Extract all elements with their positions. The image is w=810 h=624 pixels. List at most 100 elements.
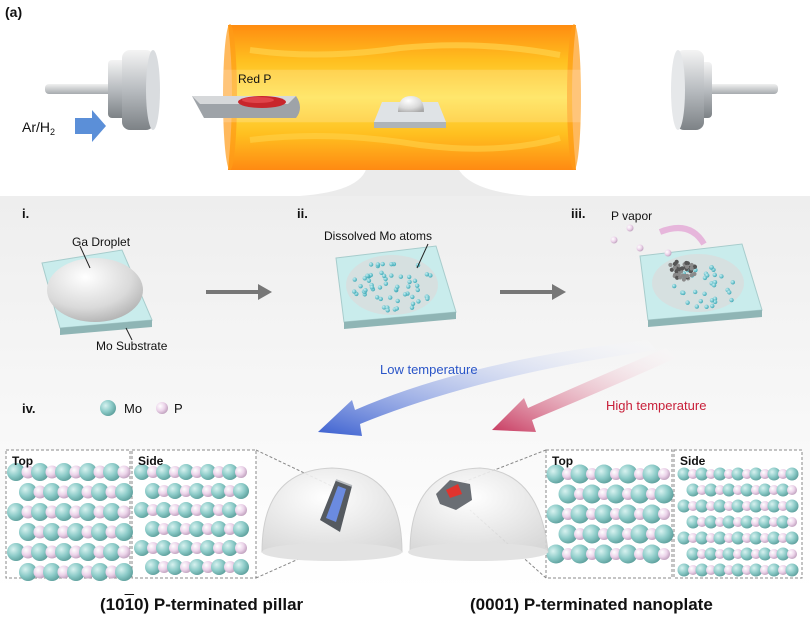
mo-atom	[606, 524, 626, 544]
p-atom	[117, 545, 131, 559]
p-atom	[715, 549, 725, 559]
mo-atom	[785, 563, 799, 577]
mo-atom	[156, 540, 172, 556]
mo-atom	[389, 261, 394, 267]
mo-atom	[709, 298, 715, 303]
mo-atom	[145, 483, 161, 499]
mo-atom	[618, 464, 638, 484]
mo-atom	[43, 483, 61, 501]
mo-atom	[704, 547, 718, 561]
mo-atom	[406, 274, 412, 280]
high-temperature-arrow	[492, 348, 676, 432]
mo-atom	[740, 483, 754, 497]
mo-atom	[43, 523, 61, 541]
p-atom	[33, 525, 47, 539]
mo-atom	[776, 547, 790, 561]
mo-atom	[115, 563, 133, 581]
mo-atom	[374, 295, 380, 300]
mo-atom	[642, 464, 662, 484]
mo-atom	[67, 563, 85, 581]
p-atom	[69, 505, 83, 519]
mo-atom	[749, 563, 763, 577]
p-atom	[81, 565, 95, 579]
cluster-atom	[684, 264, 690, 269]
mo-atom	[363, 288, 368, 293]
mo-atom	[189, 483, 205, 499]
pillar-dome	[261, 467, 403, 561]
mo-atom	[730, 280, 735, 285]
mo-atom	[381, 273, 387, 279]
mo-atom	[222, 502, 238, 518]
mo-atom	[546, 504, 566, 524]
p-atom	[117, 505, 131, 519]
mo-atom	[712, 272, 717, 278]
p-atom	[224, 561, 236, 573]
mo-atom	[428, 273, 433, 278]
p-atom	[715, 517, 725, 527]
gas-label: Ar/H2	[22, 120, 55, 137]
mo-atom	[103, 463, 121, 481]
nanoplate-top-label: Top	[552, 454, 574, 468]
mo-atom	[727, 290, 732, 295]
cluster-atom	[692, 264, 698, 269]
mo-atom	[740, 547, 754, 561]
pillar-index-bar: 1	[124, 595, 135, 614]
mo-atom	[731, 499, 745, 513]
p-atom	[778, 565, 788, 575]
mo-atom	[178, 540, 194, 556]
mo-atom	[233, 483, 249, 499]
low-temperature-label: Low temperature	[380, 362, 478, 377]
mo-atom	[731, 467, 745, 481]
p-atom	[180, 485, 192, 497]
mo-atom	[642, 504, 662, 524]
nanoplate-caption: (0001) P-terminated nanoplate	[470, 596, 713, 613]
legend-mo-label: Mo	[124, 401, 143, 416]
mo-atom	[178, 464, 194, 480]
p-atom	[742, 501, 752, 511]
mo-atom	[383, 281, 389, 286]
mo-atom	[91, 563, 109, 581]
mo-atom	[385, 308, 390, 313]
mo-atom	[729, 297, 734, 303]
p-atom	[180, 523, 192, 535]
mo-atom	[570, 544, 590, 564]
mo-atom	[582, 524, 602, 544]
mo-atom	[582, 484, 602, 504]
mo-atom	[767, 531, 781, 545]
mo-atom	[702, 291, 707, 296]
mo-atom	[749, 499, 763, 513]
p-atom	[778, 469, 788, 479]
mo-atom	[677, 499, 691, 513]
p-atom	[733, 549, 743, 559]
furnace-substrate	[374, 96, 446, 128]
mo-atom	[369, 285, 375, 290]
mo-atom	[698, 298, 704, 304]
mo-atom	[358, 283, 363, 289]
p-atom	[688, 565, 698, 575]
mo-atom	[546, 464, 566, 484]
mo-atom	[713, 563, 727, 577]
p-atom	[180, 561, 192, 573]
mo-atom	[395, 284, 400, 290]
p-atom	[191, 504, 203, 516]
mo-atom	[167, 483, 183, 499]
p-atom	[235, 542, 247, 554]
p-atom	[706, 469, 716, 479]
p-atom	[21, 505, 35, 519]
p-atom	[688, 533, 698, 543]
mo-atom	[19, 563, 37, 581]
p-atom	[769, 549, 779, 559]
mo-atom	[79, 463, 97, 481]
mo-atom	[7, 463, 25, 481]
mo-atom	[145, 559, 161, 575]
p-atom	[697, 485, 707, 495]
p-atom	[787, 549, 797, 559]
mo-atom	[722, 483, 736, 497]
p-atom	[688, 469, 698, 479]
p-atom	[760, 501, 770, 511]
mo-atom	[189, 521, 205, 537]
p-atom	[21, 465, 35, 479]
gas-label-main: Ar/H	[22, 119, 50, 135]
mo-atom	[713, 467, 727, 481]
